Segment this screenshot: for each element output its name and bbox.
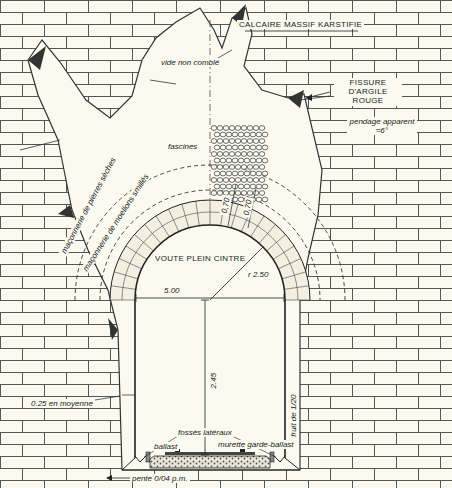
leader-line: [95, 395, 135, 400]
masonry-label: maçonnerie de pierres sèches: [58, 154, 118, 256]
dimension-label: 0,70: [219, 195, 232, 216]
fascine-cobbles: [211, 126, 268, 202]
ballast-bed: [150, 456, 270, 468]
ballast-label: ballast: [152, 442, 179, 451]
slope-label: pente 0/04 p.m.: [130, 474, 190, 483]
arch-label: VOUTE PLEIN CINTRE: [153, 254, 247, 263]
fascines-label: fascines: [166, 142, 199, 151]
void-label: vide non comblé: [159, 58, 221, 67]
dimension-label: 0,70: [241, 197, 254, 218]
masonry-label: maçonnerie de moellons smillés: [80, 171, 152, 275]
ditch-label: fossés latéraux: [176, 428, 234, 437]
dimension-label: 2.45: [209, 371, 218, 391]
karst-cavity: [28, 8, 322, 470]
sleeper: [165, 452, 255, 455]
dip-label: pendage apparent ≈6°: [347, 117, 417, 135]
thickness-label: 0.25 en moyenne: [29, 399, 95, 408]
wall-label: murette garde-ballast: [216, 440, 296, 449]
batter-label: fruit de 1/20: [289, 392, 298, 438]
rock-label: CALCAIRE MASSIF KARSTIFIE: [237, 20, 364, 29]
tunnel-intrados: [135, 225, 285, 458]
width-dimension: [136, 294, 284, 302]
fissure-label: FISSURE D'ARGILE ROUGE: [334, 78, 402, 106]
dimension-label: 5.00: [162, 286, 182, 295]
dimension-label: r 2.50: [246, 270, 270, 279]
ballast-wall: [270, 452, 274, 462]
